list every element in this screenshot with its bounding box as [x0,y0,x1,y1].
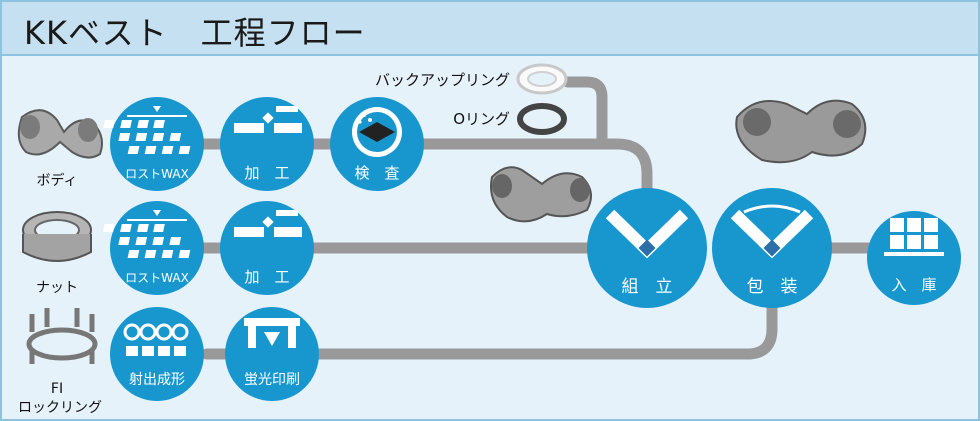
step-label: 包 装 [747,277,798,297]
header-bar: KKベスト 工程フロー [2,2,978,56]
step-machining-2: 加 工 [220,201,314,295]
step-inspection: 検 査 [330,97,424,191]
finished-product-image [735,99,867,164]
part-label-nut: ナット [36,280,78,296]
step-label: 蛍光印刷 [244,372,300,388]
step-lost-wax-1: ロストWAX [103,97,204,191]
part-label-backup-ring: バックアップリング [375,71,510,89]
injection-molding-icon [123,323,189,356]
part-label-fi: FI [51,381,63,397]
step-label: 加 工 [244,164,289,182]
step-assembly: 組 立 [587,188,707,308]
o-ring-image [517,103,567,135]
inspection-icon [352,107,402,157]
part-label-lockring: ロックリング [18,400,102,416]
pipe-row1 [196,138,653,208]
lost-wax-icon [103,210,191,258]
step-label: 組 立 [622,277,673,297]
step-injection-molding: 射出成形 [110,307,204,401]
body-part-image [17,109,103,159]
printing-icon [244,318,300,348]
step-lost-wax-2: ロストWAX [103,201,204,295]
pipe-backup-ring [562,76,608,150]
step-label: ロストWAX [125,167,189,181]
packing-icon [730,204,814,259]
assembly-icon [605,209,689,259]
machining-icon [234,210,302,237]
step-label: 入 庫 [891,276,936,294]
step-packing: 包 装 [712,188,832,308]
page-title: KKベスト 工程フロー [24,14,366,52]
warehouse-boxes-icon [884,218,944,256]
nut-part-image [22,211,92,262]
step-machining-1: 加 工 [220,97,314,191]
lost-wax-icon [103,106,191,154]
backup-ring-image [516,63,568,95]
step-label: ロストWAX [125,271,189,285]
step-storage: 入 庫 [867,211,961,305]
inspected-body-image [490,166,592,223]
part-label-o-ring: Oリング [453,110,510,128]
fi-lockring-part-image [26,308,98,364]
step-label: 検 査 [354,164,399,182]
part-label-body: ボディ [36,172,77,189]
step-label: 加 工 [244,268,289,286]
step-fluorescent-printing: 蛍光印刷 [225,307,319,401]
pipe-row3 [201,286,778,360]
step-label: 射出成形 [129,372,185,388]
